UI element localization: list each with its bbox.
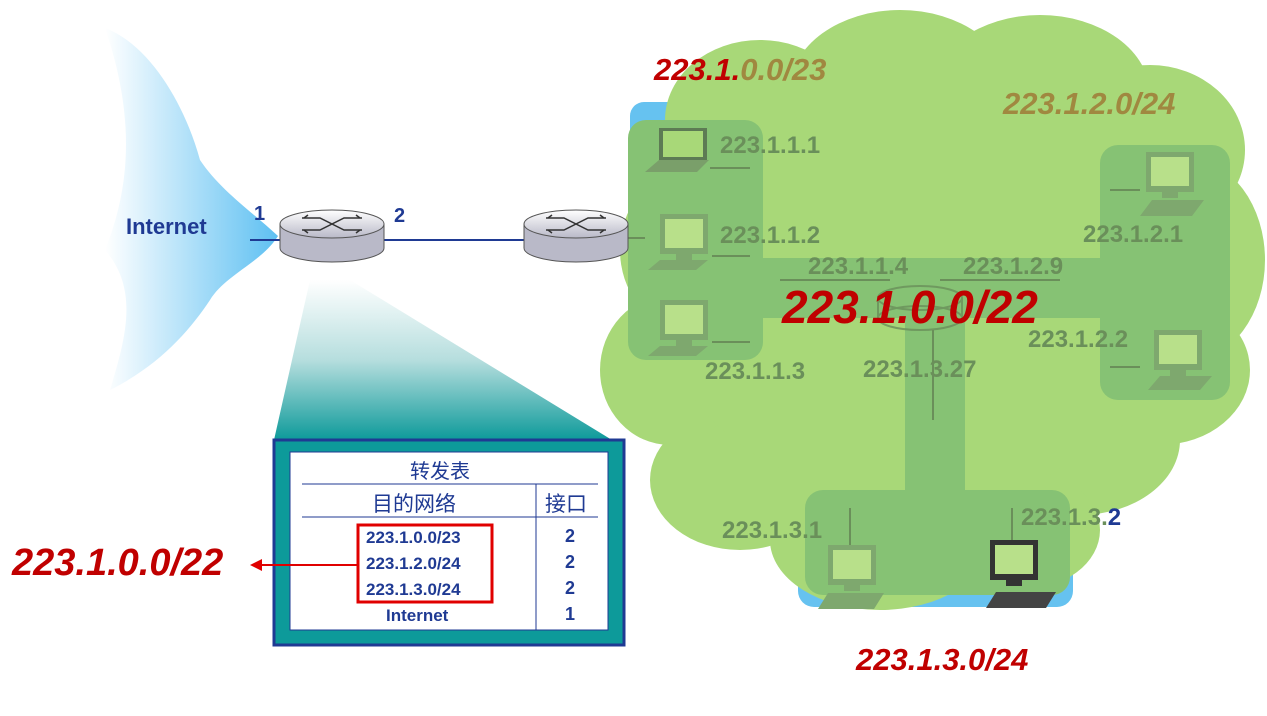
subnet-bottom-label: 223.1.3.0/24	[856, 642, 1029, 677]
table-col-iface: 接口	[545, 492, 587, 516]
table-row-dest: 223.1.2.0/24	[366, 554, 461, 573]
host-pc-3	[1140, 152, 1204, 216]
host-pc-2	[648, 300, 708, 356]
router-ip-left: 223.1.1.4	[808, 253, 909, 280]
host-ip-h22: 223.1.2.2	[1028, 326, 1129, 353]
host-pc-1	[648, 214, 708, 270]
table-row-iface: 2	[565, 578, 576, 598]
subnet-right-label: 223.1.2.0/24	[1003, 86, 1176, 121]
internet-label: Internet	[126, 214, 207, 239]
internet-cloud	[105, 28, 278, 390]
table-row-iface: 2	[565, 526, 576, 546]
host-pc-4	[1148, 330, 1212, 390]
aggregate-side-label: 223.1.0.0/22	[12, 542, 224, 584]
router-2	[523, 209, 629, 263]
host-ip-h21: 223.1.2.1	[1083, 221, 1184, 248]
router-zoom-funnel	[274, 280, 612, 440]
host-ip-h3: 223.1.1.3	[705, 358, 806, 385]
router-ip-right: 223.1.2.9	[963, 253, 1064, 280]
host-ip-h2: 223.1.1.2	[720, 222, 821, 249]
table-row-dest: Internet	[386, 606, 449, 625]
host-pc-5	[818, 545, 884, 609]
aggregate-center-label: 223.1.0.0/22	[782, 281, 1038, 333]
host-ip-h32: 223.1.3.2	[1021, 504, 1122, 531]
subnet-top-label: 223.1.0.0/23	[654, 52, 827, 87]
table-row-iface: 1	[565, 604, 576, 624]
host-ip-h1: 223.1.1.1	[720, 132, 821, 159]
aggregated-rows-highlight	[356, 523, 494, 604]
router-ip-bottom: 223.1.3.27	[863, 356, 977, 383]
table-row-iface: 2	[565, 552, 576, 572]
host-ip-h31: 223.1.3.1	[722, 517, 823, 544]
inner-router	[877, 285, 963, 331]
router1-port-2: 2	[394, 205, 406, 227]
forwarding-table-inner	[289, 451, 609, 631]
table-row-dest: 223.1.3.0/24	[366, 580, 461, 599]
link-lines	[710, 167, 1140, 545]
table-col-dest: 目的网络	[372, 492, 456, 516]
router1-port-1: 1	[254, 203, 266, 225]
host-laptop	[645, 128, 709, 172]
router-1	[279, 209, 385, 263]
table-title: 转发表	[410, 459, 470, 483]
host-pc-6	[986, 540, 1056, 608]
table-row-dest: 223.1.0.0/23	[366, 528, 461, 547]
